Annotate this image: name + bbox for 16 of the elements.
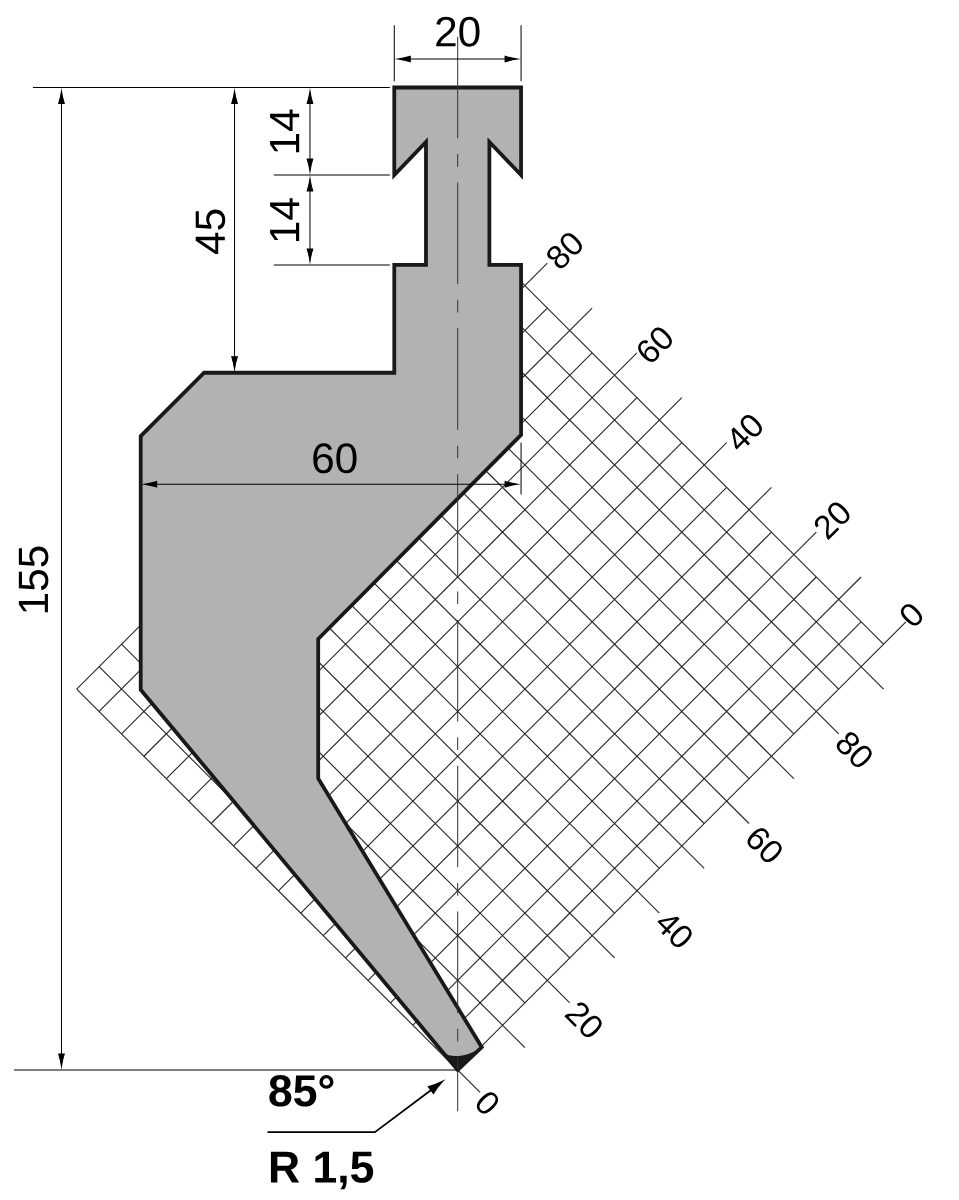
angle-radius-label: 85° R 1,5 xyxy=(269,1075,374,1190)
scale-label: 40 xyxy=(731,415,762,450)
dimension-label: 45 xyxy=(195,209,226,254)
scale-label: 60 xyxy=(638,327,672,362)
leader-line xyxy=(266,1081,443,1134)
dimension-label: 14 xyxy=(270,109,300,153)
dimension-label: 60 xyxy=(313,443,357,474)
scale-label: 20 xyxy=(814,502,850,540)
dimension-label: 155 xyxy=(18,546,49,613)
dimension-label: 20 xyxy=(436,16,480,47)
scale-label: 60 xyxy=(747,828,782,863)
scale-label: 20 xyxy=(564,1002,602,1038)
dimension-label: 14 xyxy=(270,198,300,241)
scale-label: 0 xyxy=(900,604,923,626)
scale-label: 40 xyxy=(657,916,692,948)
scale-label: 80 xyxy=(836,732,872,768)
